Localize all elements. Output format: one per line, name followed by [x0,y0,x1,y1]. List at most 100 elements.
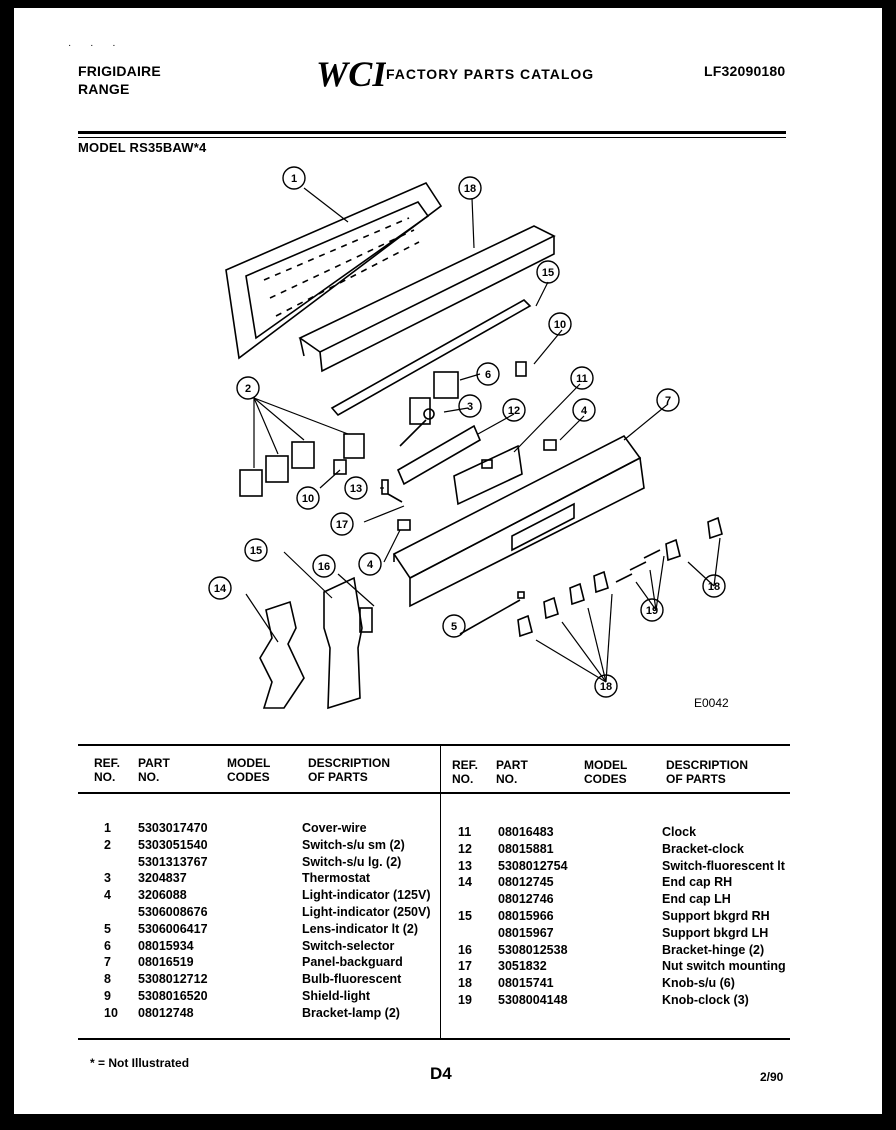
callout-label: 1 [291,173,297,185]
clock-part [453,444,523,506]
cell-desc: Knob-clock (3) [662,992,749,1007]
clock-bracket-part [396,424,482,486]
cell-part: 5308012712 [138,972,208,987]
callout-numbers: 1 18 15 10 2 6 3 12 11 4 7 13 10 17 4 15… [214,173,720,693]
cell-desc: Light-indicator (125V) [302,888,431,903]
header-rule [78,131,786,134]
cell-desc: Switch-fluorescent lt [662,858,785,873]
cell-ref: 12 [458,841,472,856]
fluorescent-bulb-part [330,299,532,417]
col-part-header-right: PART NO. [496,758,528,786]
selector-switch-part [399,371,459,447]
cell-desc: Switch-s/u lg. (2) [302,854,402,869]
callout-label: 12 [508,405,520,417]
brand-name: FRIGIDAIRE [78,63,161,79]
catalog-title: FACTORY PARTS CATALOG [386,66,595,82]
cell-ref: 10 [104,1005,118,1020]
cell-ref: 15 [458,908,472,923]
cell-desc: End cap LH [662,892,731,907]
cell-part: 08015966 [498,908,554,923]
col-desc-header: DESCRIPTION OF PARTS [308,756,390,784]
table-top-rule [78,744,790,746]
callout-label: 4 [367,559,374,571]
scan-specks: · · · [68,40,124,51]
cell-ref: 13 [458,858,472,873]
callout-label: 2 [245,383,251,395]
cell-part: 3204837 [138,871,187,886]
cell-part: 08015881 [498,841,554,856]
cell-desc: Support bkgrd RH [662,908,770,923]
col-desc-text: DESCRIPTION OF PARTS [308,756,391,784]
cell-ref: 5 [104,921,111,936]
cell-ref: 14 [458,875,472,890]
callout-bubbles [208,166,726,698]
cell-desc: Panel-backguard [302,955,403,970]
cell-ref: 11 [458,825,472,839]
table-row: 10 08012748 Bracket-lamp (2) [14,1005,440,1022]
table-row: 15 08015966 Support bkgrd RH [14,908,882,925]
cell-desc: Lens-indicator lt (2) [302,921,418,936]
revision-date: 2/90 [760,1070,784,1084]
table-header-rule [78,792,790,794]
cell-desc: Bracket-hinge (2) [662,942,765,957]
wci-logo-icon: WCI [316,54,388,94]
col-model-text: MODEL CODES [584,758,628,786]
catalog-number: LF32090180 [704,63,786,79]
cell-desc: Switch-s/u sm (2) [302,837,405,852]
cell-desc: Bracket-lamp (2) [302,1005,400,1020]
cell-ref: 2 [104,837,111,852]
cell-desc: Bracket-clock [662,841,744,856]
cell-part: 08015934 [138,938,194,953]
fluorescent-switch-part [381,479,403,503]
callout-label: 6 [485,369,491,381]
exploded-parts-diagram: 1 18 15 10 2 6 3 12 11 4 7 13 10 17 4 15… [208,166,726,710]
cell-ref: 3 [104,871,111,886]
indicator-light-parts [397,439,557,531]
callout-label: 17 [336,519,348,531]
cell-part: 5308012538 [498,942,568,957]
cell-part: 08012748 [138,1005,194,1020]
callout-label: 16 [318,561,330,573]
cell-ref: 16 [458,942,472,957]
logo-text: WCI [316,54,386,94]
callout-label: 15 [542,267,554,279]
catalog-logo: WCI FACTORY PARTS CATALOG [314,54,674,94]
cell-part: 5303017470 [138,821,208,835]
cell-ref: 6 [104,938,111,953]
cell-desc: Cover-wire [302,821,367,835]
callout-label: 4 [581,405,588,417]
col-model-header-right: MODEL CODES [584,758,627,786]
cell-part: 08015741 [498,976,554,991]
cell-ref: 9 [104,988,111,1003]
callout-label: 18 [708,581,720,593]
cell-ref: 19 [458,992,472,1007]
col-desc-text: DESCRIPTION OF PARTS [666,758,749,786]
callout-label: 5 [451,621,457,633]
callout-label: 15 [250,545,262,557]
callout-label: 14 [214,583,227,595]
clock-knob-parts [615,549,661,583]
lamp-bracket-part [515,361,527,377]
cell-ref: 17 [458,959,472,974]
cell-part: 3051832 [498,959,547,974]
table-divider [440,746,441,1038]
callout-label: 13 [350,483,362,495]
page-number: D4 [430,1064,452,1083]
end-cap-part [259,600,305,709]
table-row: 12 08015881 Bracket-clock [14,841,882,858]
cover-wire-part [225,181,443,360]
